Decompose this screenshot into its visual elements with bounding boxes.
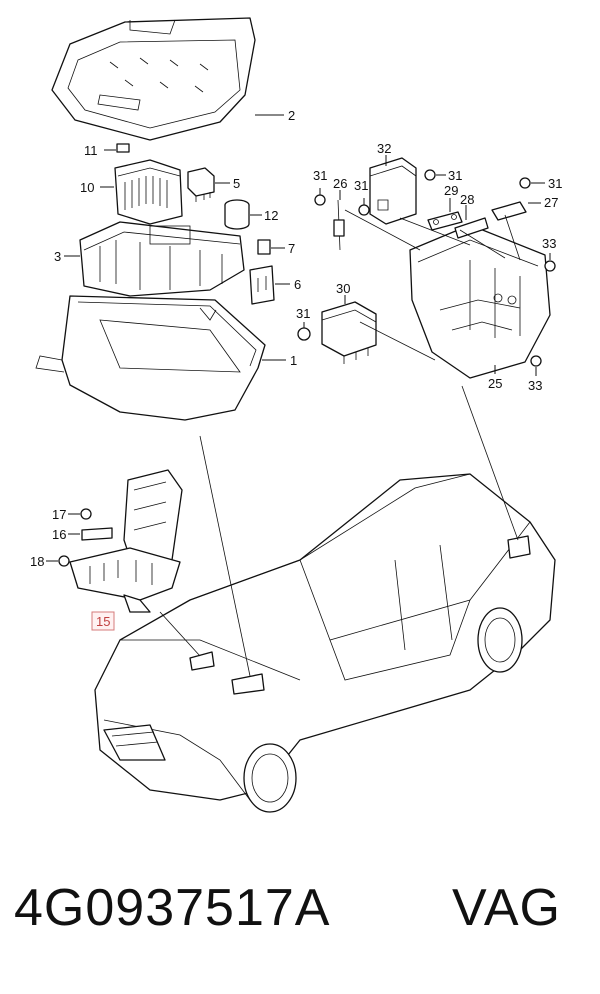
parts-diagram: 2 11 10 5 12 7 6 3: [30, 17, 562, 813]
part-number: 4G0937517A: [14, 879, 331, 937]
car-illustration: [94, 473, 556, 813]
callout-3: 3: [54, 249, 61, 264]
relay-small: [187, 167, 215, 202]
callout-25: 25: [488, 376, 502, 391]
callout-6: 6: [294, 277, 301, 292]
cylindrical-relay: [224, 199, 250, 230]
fuse-carrier: [114, 159, 183, 225]
brand-label: VAG: [452, 879, 561, 937]
nut: [297, 327, 311, 341]
bus-bar-28: [454, 217, 489, 239]
callout-5: 5: [233, 176, 240, 191]
callout-31-e: 31: [296, 306, 310, 321]
callout-31-a: 31: [313, 168, 327, 183]
hinged-fuse-bracket: [69, 469, 183, 613]
leader-line: [199, 435, 251, 677]
callout-28: 28: [460, 192, 474, 207]
nut: [544, 260, 556, 272]
nut: [314, 194, 326, 206]
nut: [519, 177, 531, 189]
callout-17: 17: [52, 507, 66, 522]
callout-33-b: 33: [528, 378, 542, 393]
callout-12: 12: [264, 208, 278, 223]
fuse-box-cover: [51, 17, 256, 141]
nut: [358, 204, 370, 216]
callout-11: 11: [84, 143, 98, 158]
control-unit: [369, 157, 417, 225]
leader-line: [461, 385, 519, 541]
blade-fuse: [257, 239, 271, 255]
mini-fuse: [116, 143, 130, 153]
callout-33-a: 33: [542, 236, 556, 251]
bus-plate-29: [427, 211, 463, 231]
callout-27: 27: [544, 195, 558, 210]
relay-30: [321, 301, 377, 364]
callout-18: 18: [30, 554, 44, 569]
relay-carrier: [79, 221, 245, 297]
callout-2: 2: [288, 108, 295, 123]
nut: [58, 555, 70, 567]
highlight-box: [91, 611, 115, 631]
callout-29: 29: [444, 183, 458, 198]
leader-line: [159, 611, 201, 657]
callout-30: 30: [336, 281, 350, 296]
callout-26: 26: [333, 176, 347, 191]
callout-10: 10: [80, 180, 94, 195]
callout-31-b: 31: [354, 178, 368, 193]
callout-32: 32: [377, 141, 391, 156]
callout-15: 15: [96, 614, 110, 629]
callout-1: 1: [290, 353, 297, 368]
nut: [530, 355, 542, 367]
callout-7: 7: [288, 241, 295, 256]
nut: [80, 508, 92, 520]
nut: [424, 169, 436, 181]
relay-platform: [409, 224, 551, 379]
cable-lug-27: [491, 201, 527, 221]
callout-31-c: 31: [448, 168, 462, 183]
callout-31-d: 31: [548, 176, 562, 191]
washer-plate: [81, 527, 113, 541]
fuse-bracket: [249, 265, 275, 305]
callout-16: 16: [52, 527, 66, 542]
lower-housing: [35, 295, 266, 421]
cable-26: [333, 199, 345, 251]
